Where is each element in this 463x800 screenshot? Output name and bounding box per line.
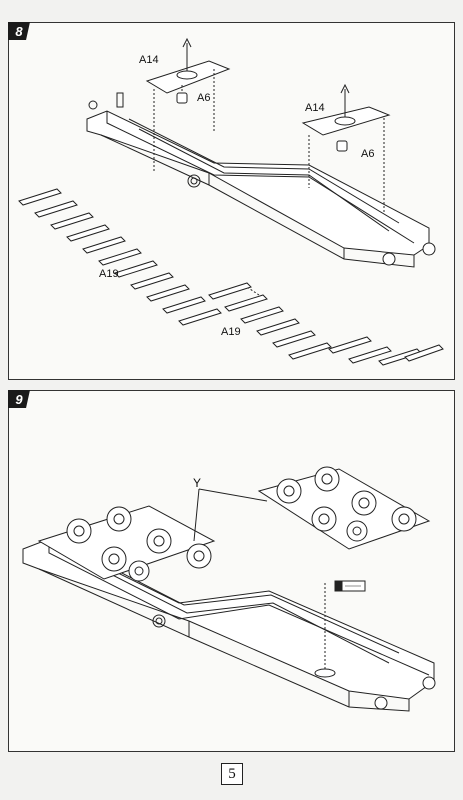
pivot-pin-a6-right — [336, 140, 348, 152]
end-handwheel-icon — [422, 242, 436, 256]
side-emblem-icon — [187, 174, 201, 188]
label-a19-bottom: A19 — [221, 326, 241, 338]
label-a6-left: A6 — [197, 92, 210, 104]
floor-planks-a19-bottom — [208, 282, 444, 366]
label-y: Y — [193, 476, 201, 490]
step-number-badge: 8 — [8, 22, 30, 40]
end-handwheel-icon — [422, 676, 436, 690]
floor-planks-a19-top — [18, 188, 222, 326]
side-emblem-icon — [152, 614, 166, 628]
page-number: 5 — [221, 763, 243, 785]
step-8-diagram: A14 A6 A14 A6 A19 A19 — [18, 37, 444, 366]
railcar-frame — [22, 538, 435, 700]
step-9-diagram: Y — [22, 466, 436, 712]
label-a6-right: A6 — [361, 148, 374, 160]
step-8-panel: 8 — [8, 22, 455, 380]
bogie-installed — [37, 505, 216, 582]
step-9-panel: 9 — [8, 390, 455, 752]
label-a19-top: A19 — [99, 268, 119, 280]
railcar-frame — [86, 110, 430, 256]
pivot-pin-a6-left — [176, 92, 188, 104]
bogie-y — [257, 466, 431, 550]
label-a14-left: A14 — [139, 54, 159, 66]
step-number-badge: 9 — [8, 390, 30, 408]
label-a14-right: A14 — [305, 102, 325, 114]
